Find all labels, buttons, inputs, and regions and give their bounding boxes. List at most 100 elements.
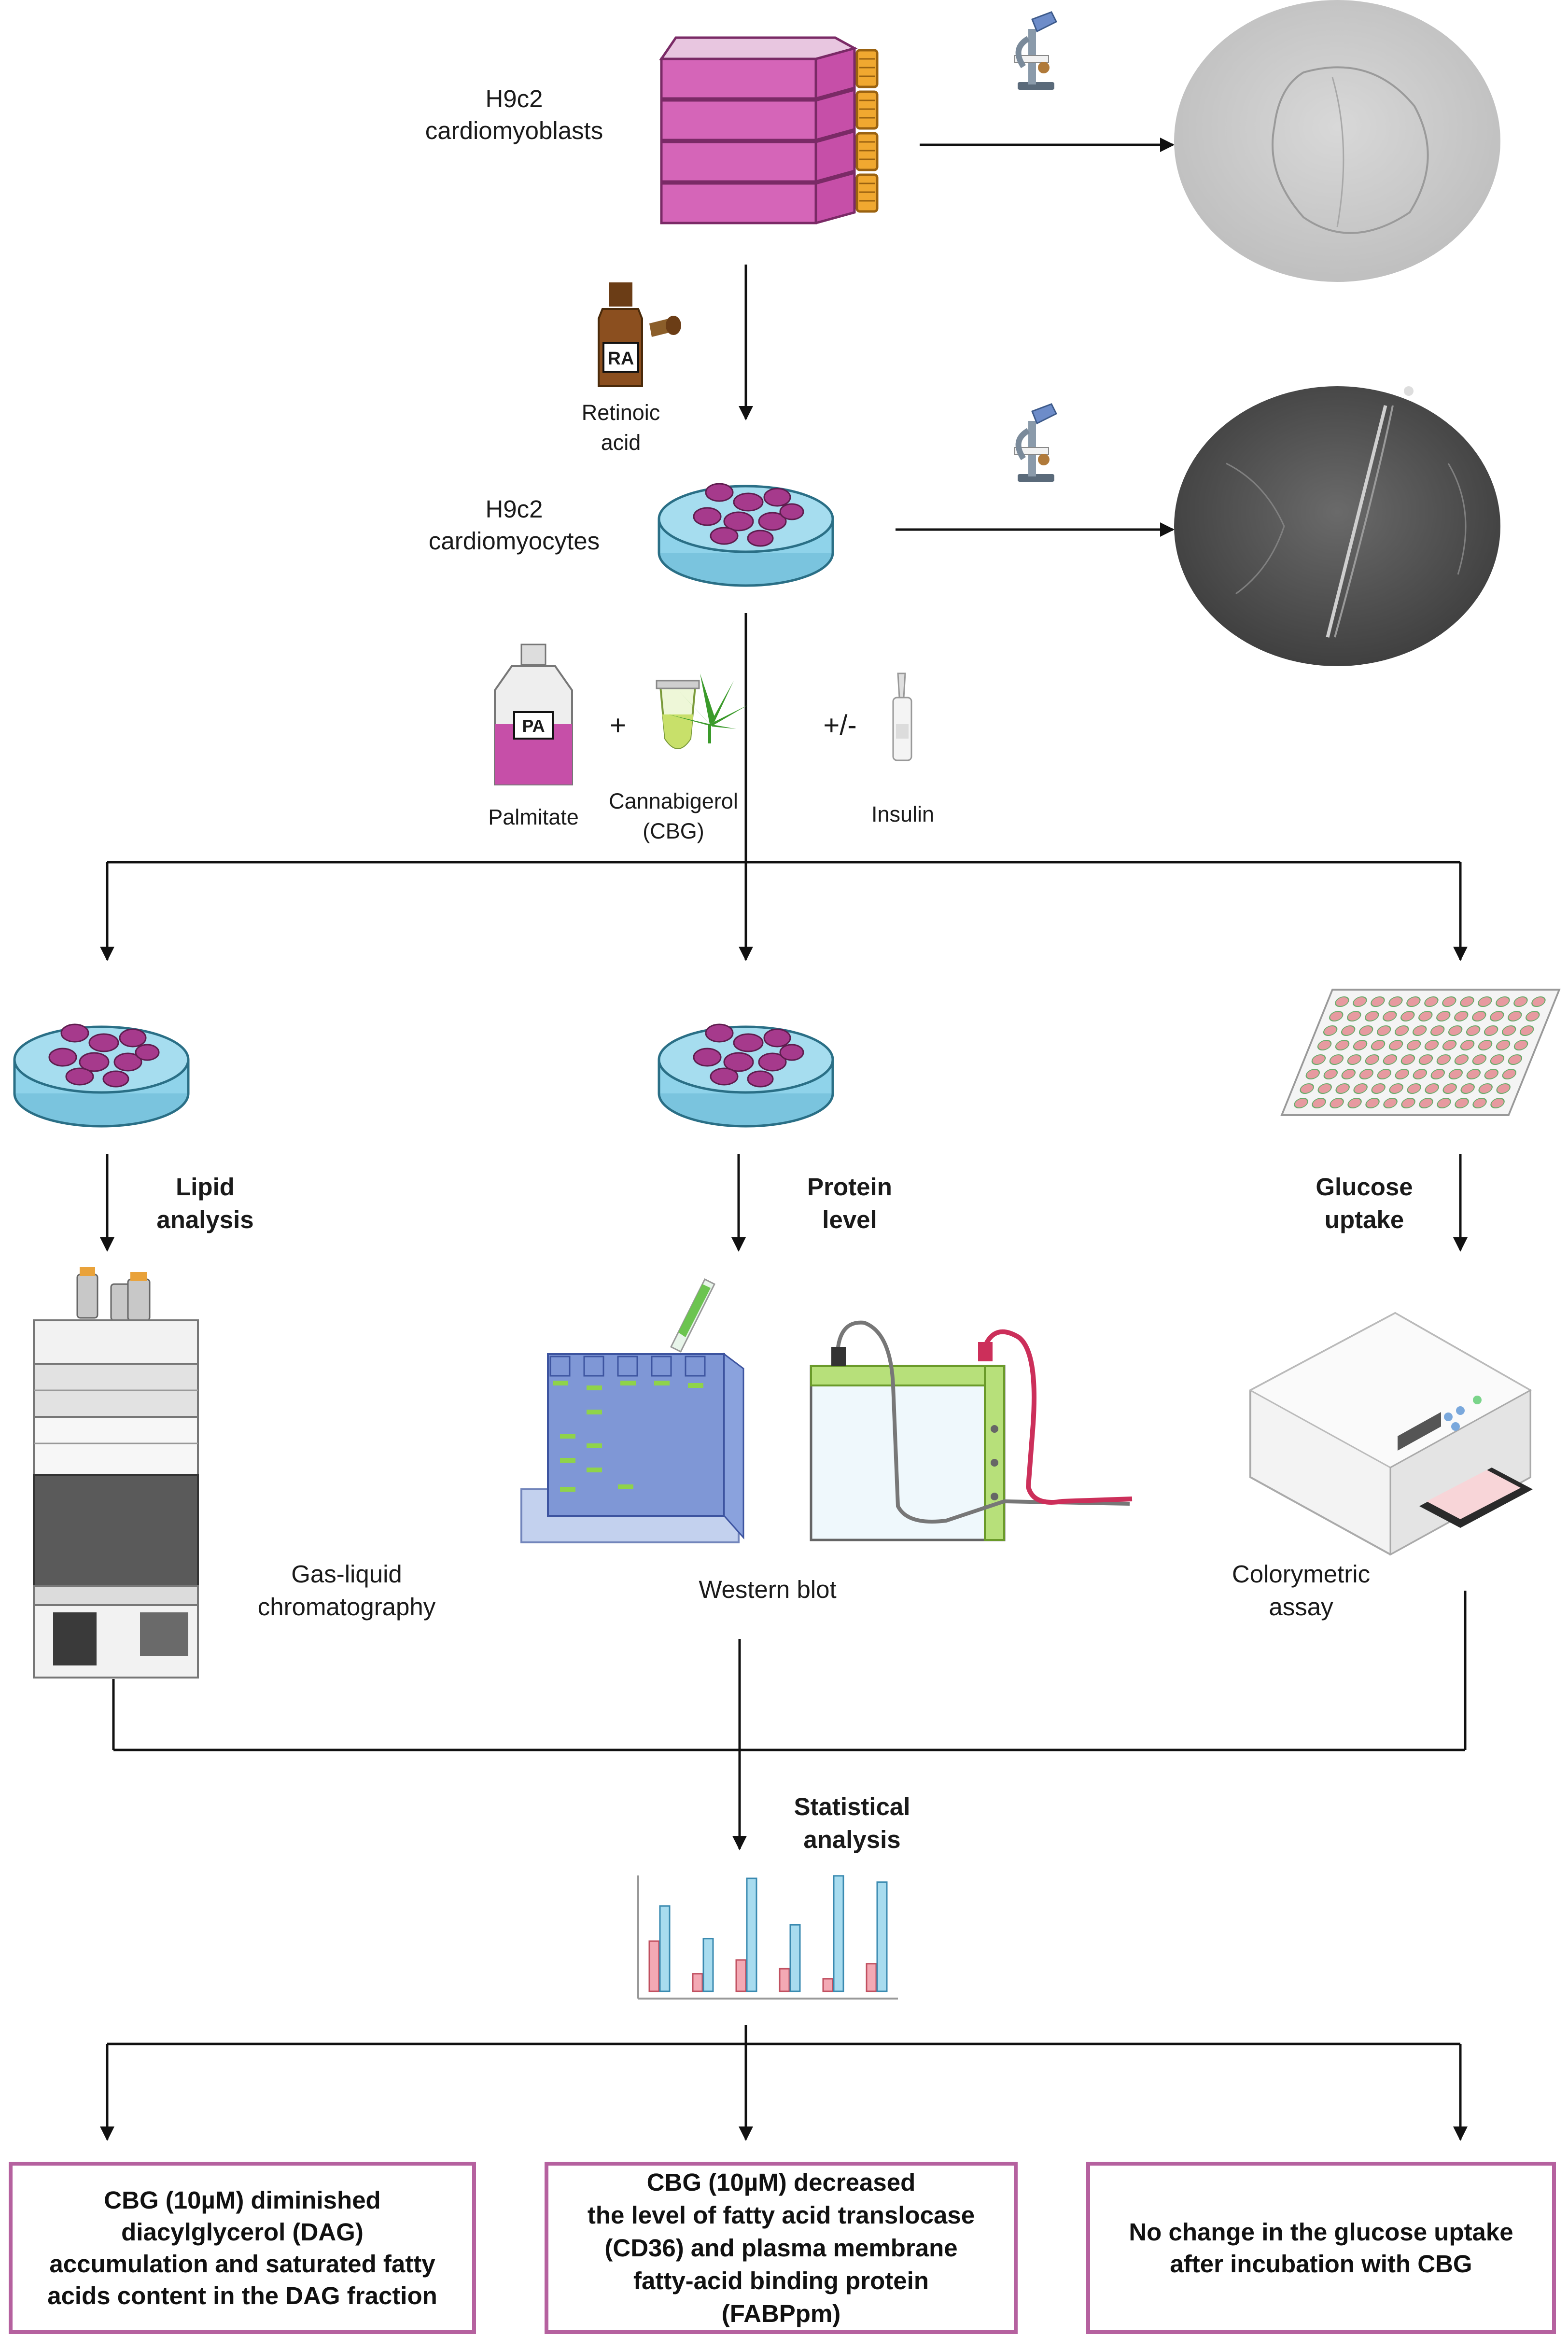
plate-well [1359, 1069, 1373, 1079]
plate-well [1388, 996, 1403, 1007]
plate-well [1311, 1054, 1326, 1065]
chromatograph-icon [33, 1267, 199, 1679]
plate-well [1335, 1083, 1350, 1094]
plate-well [1472, 1054, 1487, 1065]
chart-bar-blue [876, 1881, 888, 1992]
plate-well [1466, 1025, 1481, 1036]
plate-well [1466, 1069, 1481, 1079]
plate-well [1418, 1011, 1433, 1021]
plate-well [1455, 1098, 1469, 1108]
plate-well [1371, 1040, 1386, 1050]
result-lipid-line-2: diacylglycerol (DAG) [121, 2218, 364, 2246]
petri-dish-cardiomyocytes [658, 483, 834, 587]
plate-well [1531, 996, 1546, 1007]
plate-well [1526, 1011, 1540, 1021]
petri-dish-lipid [14, 1024, 188, 1126]
chart-bar-blue [702, 1938, 714, 1992]
plate-well [1371, 996, 1385, 1007]
plate-well [1347, 1054, 1362, 1065]
plate-well [1484, 1025, 1498, 1036]
plate-well [1413, 1069, 1427, 1079]
plate-well [1508, 1054, 1523, 1065]
result-glucose-line-2: after incubation with CBG [1170, 2250, 1472, 2278]
retinoic-acid-vial-icon: RA [598, 282, 681, 387]
plate-well [1365, 1011, 1379, 1021]
gel-electrophoresis-icon [520, 1278, 744, 1543]
plate-well [1460, 1083, 1475, 1094]
result-lipid-line-1: CBG (10µM) diminished [104, 2186, 381, 2214]
plate-well [1442, 1040, 1457, 1050]
plate-well [1448, 1069, 1463, 1079]
plate-well [1508, 1011, 1522, 1021]
plate-well [1329, 1054, 1344, 1065]
plate-well [1430, 1069, 1445, 1079]
plate-well [1347, 1011, 1361, 1021]
plate-well [1305, 1069, 1320, 1079]
cannabis-leaf-icon [669, 673, 748, 743]
plate-well [1472, 1011, 1486, 1021]
plate-well [1335, 996, 1349, 1007]
micrograph-cardiomyocytes [1174, 386, 1500, 666]
plate-well [1365, 1098, 1380, 1108]
plate-well [1437, 1098, 1451, 1108]
cbg-tube-icon [656, 680, 700, 749]
plate-well [1388, 1040, 1403, 1050]
plate-well [1460, 1040, 1475, 1050]
plate-well [1395, 1069, 1409, 1079]
plate-well [1496, 996, 1510, 1007]
plate-well [1365, 1054, 1380, 1065]
plate-well [1460, 996, 1474, 1007]
plate-well [1389, 1083, 1403, 1094]
result-protein-line-3: (CD36) and plasma membrane [604, 2234, 958, 2262]
plate-well [1472, 1098, 1487, 1108]
palmitate-bottle-icon: PA [494, 643, 573, 785]
plate-well [1490, 1098, 1505, 1108]
chart-bar-red [822, 1978, 834, 1992]
plate-well [1513, 996, 1528, 1007]
plate-well [1377, 1069, 1391, 1079]
plate-well [1394, 1025, 1409, 1036]
plate-well [1358, 1025, 1373, 1036]
plate-well [1407, 1083, 1421, 1094]
plate-well [1401, 1098, 1415, 1108]
chart-bar-red [779, 1968, 790, 1992]
plate-well [1371, 1083, 1386, 1094]
blot-tank-icon [810, 1320, 1133, 1541]
plate-well [1353, 1040, 1368, 1050]
result-protein-line-4: fatty-acid binding protein [633, 2266, 929, 2294]
plate-well [1383, 1054, 1398, 1065]
plate-well [1496, 1083, 1511, 1094]
plate-well [1330, 1098, 1344, 1108]
chart-bar-red [866, 1963, 877, 1992]
result-glucose-line-1: No change in the glucose uptake [1129, 2218, 1513, 2246]
plate-well [1501, 1025, 1516, 1036]
plate-well [1502, 1069, 1516, 1079]
plate-well [1412, 1025, 1427, 1036]
cbg-label: Cannabigerol(CBG) [609, 789, 738, 843]
plate-well [1442, 996, 1456, 1007]
chart-bar-blue [789, 1924, 801, 1992]
result-protein-line-5: (FABPpm) [721, 2299, 841, 2327]
flow-arrows [100, 138, 1468, 2141]
plate-well [1317, 1040, 1332, 1050]
plate-well [1400, 1011, 1415, 1021]
plate-well [1513, 1040, 1528, 1050]
petri-dish-protein [659, 1024, 833, 1126]
plate-well [1323, 1069, 1338, 1079]
chart-bar-blue [659, 1905, 671, 1992]
plate-well [1430, 1025, 1445, 1036]
plate-well [1478, 1040, 1493, 1050]
plate-well [1436, 1011, 1451, 1021]
result-protein-line-1: CBG (10µM) decreased [646, 2168, 916, 2196]
insulin-label: Insulin [871, 802, 934, 826]
plus-minus-sign: +/- [823, 710, 856, 741]
chart-bar-red [735, 1959, 747, 1992]
insulin-ampoule-icon [892, 672, 912, 761]
